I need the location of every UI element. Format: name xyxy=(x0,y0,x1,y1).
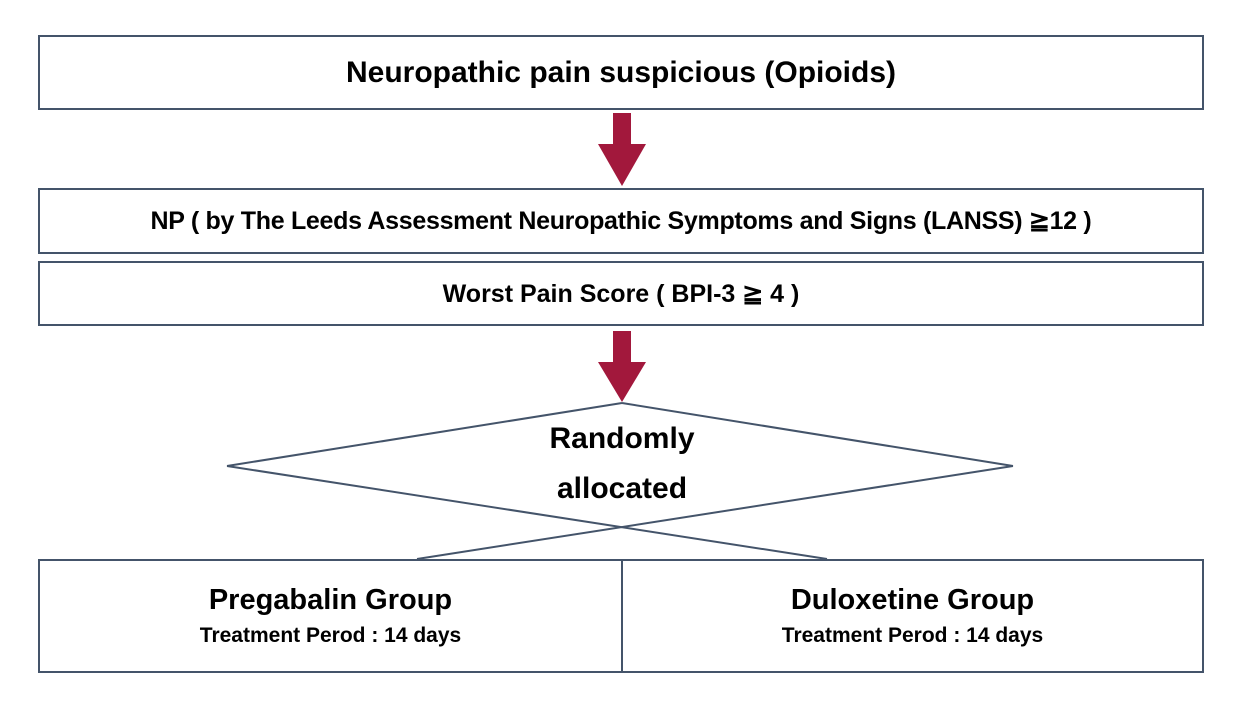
lanss-criteria-box: NP ( by The Leeds Assessment Neuropathic… xyxy=(38,188,1204,254)
bpi-criteria-label: Worst Pain Score ( BPI-3 ≧ 4 ) xyxy=(442,279,800,308)
decision-line-2: allocated xyxy=(556,472,688,505)
lanss-criteria-label: NP ( by The Leeds Assessment Neuropathic… xyxy=(150,207,1092,235)
duloxetine-group-subtitle: Treatment Perod : 14 days xyxy=(781,624,1044,647)
bpi-criteria-box: Worst Pain Score ( BPI-3 ≧ 4 ) xyxy=(38,261,1204,326)
down-arrow-icon xyxy=(598,113,646,186)
treatment-groups-row: Pregabalin Group Treatment Perod : 14 da… xyxy=(38,559,1204,673)
pregabalin-group-subtitle: Treatment Perod : 14 days xyxy=(199,624,462,647)
suspicion-box-label: Neuropathic pain suspicious (Opioids) xyxy=(345,55,897,89)
randomly-allocated-label: Randomly allocated xyxy=(322,414,922,514)
decision-line-1: Randomly xyxy=(549,422,695,455)
duloxetine-group-box: Duloxetine Group Treatment Perod : 14 da… xyxy=(621,561,1202,671)
pregabalin-group-box: Pregabalin Group Treatment Perod : 14 da… xyxy=(40,561,621,671)
suspicion-box: Neuropathic pain suspicious (Opioids) xyxy=(38,35,1204,110)
pregabalin-group-title: Pregabalin Group xyxy=(208,584,453,616)
down-arrow-icon xyxy=(598,331,646,402)
duloxetine-group-title: Duloxetine Group xyxy=(790,584,1035,616)
